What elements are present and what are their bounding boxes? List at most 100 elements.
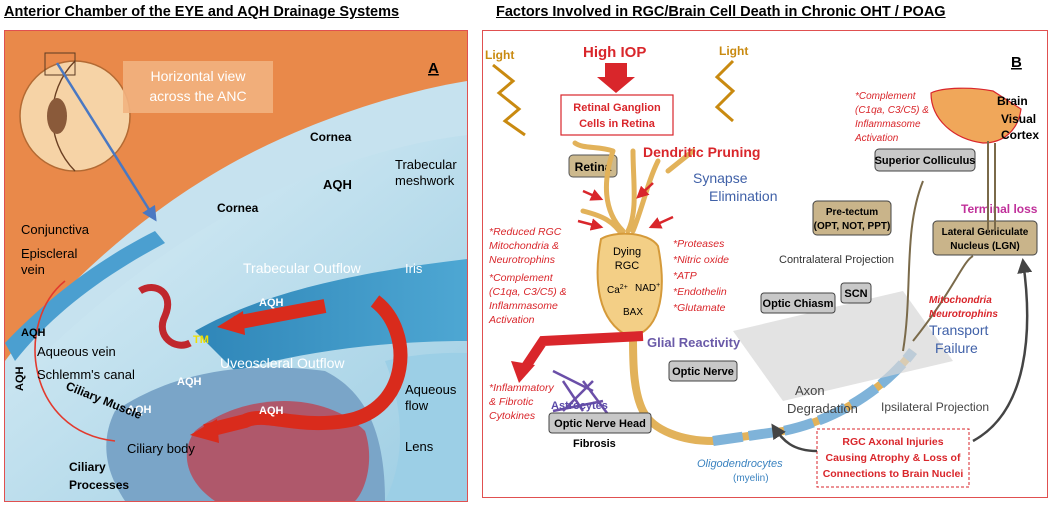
label-contralateral: Contralateral Projection — [779, 254, 894, 266]
label-aqh-arrow-3: AQH — [127, 404, 152, 416]
label-tm: TM — [193, 334, 209, 346]
label-lgn-1: Lateral Geniculate — [942, 227, 1029, 238]
label-light-left: Light — [485, 48, 514, 62]
aqh-arrow-head-low — [190, 419, 219, 443]
scn-box — [840, 282, 872, 304]
label-calcium: Ca2+ — [607, 284, 628, 296]
label-optic-nerve: Optic Nerve — [672, 366, 734, 378]
astrocyte-cluster — [552, 369, 614, 422]
injury-arrow-left — [771, 423, 818, 453]
inflam-line3: Cytokines — [489, 410, 536, 422]
label-lens: Lens — [405, 439, 434, 454]
label-onh: Optic Nerve Head — [554, 418, 646, 430]
label-glial-reactivity: Glial Reactivity — [647, 335, 741, 350]
label-schlemm: Schlemm's canal — [37, 367, 135, 382]
axonal-injury-box — [816, 428, 970, 488]
lens — [385, 352, 467, 501]
panel-letter-a: A — [428, 60, 439, 77]
brain-visual-cortex-image — [930, 87, 1022, 144]
label-uveoscleral-outflow: Uveoscleral Outflow — [220, 355, 345, 371]
inflam-line2: & Fibrotic — [489, 396, 534, 408]
complement-top-3: Inflammasome — [855, 119, 921, 130]
rgc-box-line1: Retinal Ganglion — [573, 102, 661, 114]
label-light-right: Light — [719, 44, 748, 58]
synapse-arrow-1 — [577, 218, 604, 231]
glial-arrow-head — [511, 361, 535, 383]
high-iop-arrow — [597, 63, 635, 93]
right-panel-title: Factors Involved in RGC/Brain Cell Death… — [496, 4, 946, 20]
conjunctiva-band — [5, 231, 165, 361]
onh-box — [548, 412, 652, 434]
transport-line2: Failure — [935, 340, 978, 356]
mito-line2: Neurotrophins — [929, 309, 998, 320]
rgc-box-line2: Cells in Retina — [579, 118, 656, 130]
dying-rgc-soma — [596, 232, 663, 338]
injury-line1: RGC Axonal Injuries — [842, 436, 943, 448]
factor-5: *Glutamate — [673, 302, 726, 314]
superior-colliculus-box — [874, 148, 976, 172]
factor-3: *ATP — [673, 270, 697, 282]
panel-letter-b: B — [1011, 54, 1022, 71]
label-conjunctiva: Conjunctiva — [21, 222, 90, 237]
view-label-box — [123, 61, 273, 113]
label-ciliary-body: Ciliary body — [127, 441, 195, 456]
injury-line3: Connections to Brain Nuclei — [823, 468, 964, 480]
label-aqh-arrow-1: AQH — [259, 297, 284, 309]
eye-sketch-lens — [47, 98, 67, 134]
label-fibrosis: Fibrosis — [573, 438, 616, 450]
label-dendritic-pruning: Dendritic Pruning — [643, 144, 760, 160]
pretectum-box — [812, 200, 892, 236]
anterior-chamber-diagram: Horizontal view across the ANC A Cornea … — [4, 30, 468, 502]
label-aqh-vertical: AQH — [14, 367, 26, 392]
rgc-factors-svg: B Light Light High IOP Retinal Ganglion … — [483, 31, 1047, 497]
eye-sketch-zoom-box — [44, 52, 76, 76]
reduced-line4: *Complement — [489, 272, 554, 284]
label-superior-colliculus: Superior Colliculus — [875, 155, 976, 167]
light-ray-right — [714, 59, 736, 123]
label-astrocytes: Astrocytes — [551, 400, 608, 412]
pruning-arrow-1 — [582, 189, 604, 201]
injury-line2: Causing Atrophy & Loss of — [826, 452, 961, 464]
label-ciliary-processes-1: Ciliary — [69, 460, 106, 474]
label-retina: Retina — [575, 160, 612, 174]
optic-chiasm-box — [760, 292, 836, 314]
reduced-line3: Neurotrophins — [489, 254, 556, 266]
view-direction-arrow — [55, 62, 157, 222]
complement-top-4: Activation — [854, 133, 899, 144]
axon-line2: Degradation — [787, 401, 858, 416]
label-aqueous-vein: Aqueous vein — [37, 344, 116, 359]
label-cortex: Cortex — [1001, 128, 1039, 142]
label-optic-chiasm: Optic Chiasm — [763, 298, 834, 310]
mito-line1: Mitochondria — [929, 295, 992, 306]
reduced-line2: Mitochondria & — [489, 240, 559, 252]
reduced-line1: *Reduced RGC — [489, 226, 562, 238]
aqh-arrow-head-upper — [217, 311, 245, 335]
rgc-death-factors-diagram: B Light Light High IOP Retinal Ganglion … — [482, 30, 1048, 498]
label-aqh-top: AQH — [323, 177, 352, 192]
label-synapse-2: Elimination — [709, 188, 777, 204]
complement-top-1: *Complement — [855, 91, 917, 102]
aqh-circular-arrow — [34, 280, 116, 442]
label-iris: Iris — [405, 261, 423, 276]
label-cornea-top: Cornea — [310, 130, 352, 144]
label-cornea-mid: Cornea — [217, 201, 259, 215]
label-ipsilateral: Ipsilateral Projection — [881, 400, 989, 414]
reduced-line5: (C1qa, C3/C5) & — [489, 286, 567, 298]
label-aqh-left: AQH — [21, 327, 46, 339]
complement-top-2: (C1qa, C3/C5) & — [855, 105, 929, 116]
reduced-line7: Activation — [488, 314, 535, 326]
injury-arrow-right — [972, 258, 1033, 443]
retina-box — [568, 154, 618, 178]
axon-line1: Axon — [795, 383, 825, 398]
view-label-line1: Horizontal view — [151, 68, 247, 84]
optic-nerve-box — [668, 360, 738, 382]
factor-2: *Nitric oxide — [673, 254, 729, 266]
label-brain: Brain — [997, 94, 1028, 108]
label-aqh-arrow-4: AQH — [259, 405, 284, 417]
light-ray-left — [492, 63, 526, 137]
label-rgc: RGC — [615, 260, 640, 272]
label-episcleral-2: vein — [21, 262, 45, 277]
anterior-chamber-svg: Horizontal view across the ANC A Cornea … — [5, 31, 467, 501]
label-scn: SCN — [844, 288, 867, 300]
label-aqueous-2: flow — [405, 398, 429, 413]
